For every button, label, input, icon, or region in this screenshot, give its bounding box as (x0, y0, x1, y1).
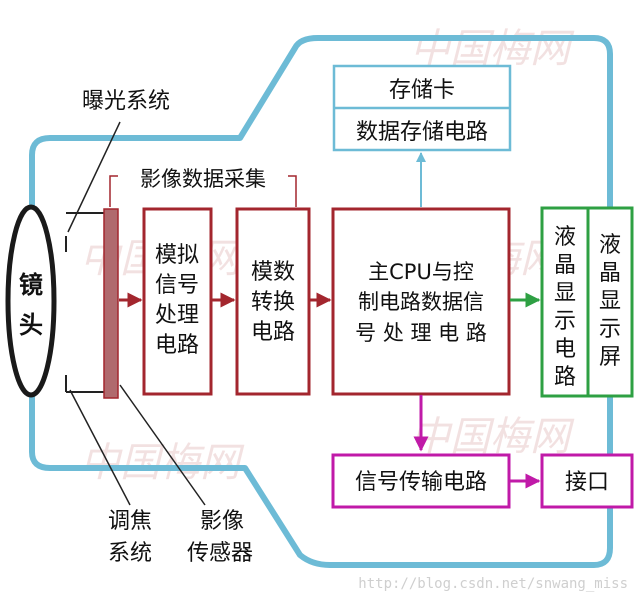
adc-block: 模数 转换 电路 (235, 207, 311, 396)
analog-line-2: 信号 (155, 273, 199, 298)
adc-line-1: 模数 (251, 260, 295, 285)
svg-text:示: 示 (554, 309, 576, 334)
svg-text:示: 示 (599, 317, 621, 342)
lens-ticks (65, 212, 104, 393)
cpu-line-2: 制电路数据信 (358, 290, 484, 314)
image-sensor-label-1: 影像 (200, 509, 244, 534)
svg-text:电: 电 (554, 337, 576, 362)
storage-circuit-label: 数据存储电路 (356, 120, 488, 145)
svg-text:晶: 晶 (599, 261, 621, 286)
cpu-block: 主CPU与控 制电路数据信 号 处 理 电 路 (331, 207, 511, 396)
focus-system-label-2: 系统 (108, 541, 152, 566)
svg-text:中国梅网: 中国梅网 (80, 440, 245, 486)
lens-label-1: 镜 (19, 271, 43, 299)
adc-line-3: 电路 (251, 320, 295, 345)
svg-text:信号传输电路: 信号传输电路 (355, 470, 487, 495)
url-watermark: http://blog.csdn.net/snwang_miss (358, 576, 628, 592)
image-acquisition-label: 影像数据采集 (140, 167, 266, 191)
image-sensor-label-2: 传感器 (187, 541, 253, 566)
focus-system-label-1: 调焦 (108, 509, 152, 534)
analog-line-1: 模拟 (155, 243, 199, 268)
bottom-leaders (69, 384, 206, 506)
svg-text:屏: 屏 (599, 345, 621, 370)
analog-processing-block: 模拟 信号 处理 电路 (142, 207, 213, 396)
exposure-system-label: 曝光系统 (82, 89, 170, 114)
image-acquisition-bracket (109, 175, 297, 207)
lens-label-2: 头 (19, 311, 43, 339)
lcd-circuit-block: 液 晶 显 示 电 路 (540, 206, 590, 398)
svg-text:中国梅网: 中国梅网 (410, 414, 575, 460)
svg-text:中国梅网: 中国梅网 (410, 26, 575, 72)
interface-block: 接口 (540, 453, 634, 509)
cpu-line-1: 主CPU与控 (368, 260, 474, 284)
storage-group: 存储卡 数据存储电路 (332, 64, 512, 152)
svg-text:接口: 接口 (565, 470, 609, 495)
memory-card-label: 存储卡 (389, 78, 455, 103)
svg-text:路: 路 (554, 365, 576, 390)
svg-text:显: 显 (554, 281, 576, 306)
analog-line-4: 电路 (155, 333, 199, 358)
lens: 镜 头 (5, 204, 57, 398)
image-sensor (103, 208, 119, 399)
adc-line-2: 转换 (251, 290, 295, 315)
signal-transmission-block: 信号传输电路 (331, 453, 511, 509)
svg-text:液: 液 (554, 225, 576, 250)
analog-line-3: 处理 (155, 303, 199, 328)
cpu-line-3: 号 处 理 电 路 (355, 321, 487, 345)
svg-text:显: 显 (599, 289, 621, 314)
lcd-screen-block: 液 晶 显 示 屏 (586, 206, 634, 398)
exposure-leader (67, 121, 121, 233)
svg-text:晶: 晶 (554, 253, 576, 278)
svg-text:液: 液 (599, 233, 621, 258)
